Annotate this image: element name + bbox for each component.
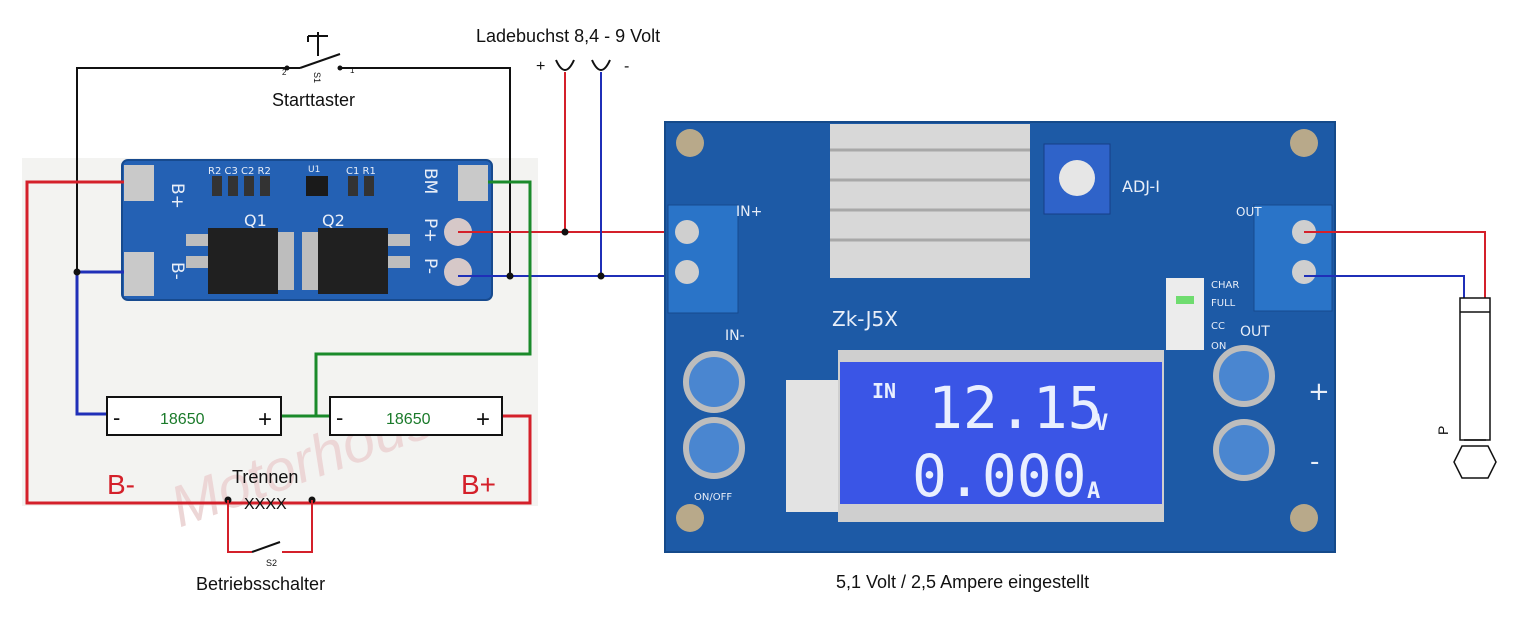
bms-label-u1: U1 [308, 165, 320, 175]
s2-label: S2 [266, 558, 277, 568]
model-label: Zk-J5X [832, 307, 898, 331]
s1-pin1: 1 [350, 66, 355, 75]
plug-label: P [1435, 426, 1451, 435]
bms-label-bm: BM [420, 168, 440, 194]
heatsink [830, 124, 1030, 278]
operating-switch-label: Betriebsschalter [196, 574, 325, 594]
cell-1-name: 18650 [160, 411, 205, 428]
wire-blue-bminus [75, 270, 124, 416]
cell-1: - 18650 + [106, 396, 282, 436]
cut-mark: XXXX [244, 496, 287, 513]
wire-s2-left [227, 500, 252, 553]
led-label-char: CHAR [1211, 280, 1239, 291]
screw-icon [676, 129, 704, 157]
lcd-current-unit: A [1087, 479, 1100, 504]
cell-2-plus: + [476, 406, 490, 433]
converter-board: ADJ-I IN+ IN- OUT OUT Zk-J5X CHAR FULL C… [664, 121, 1336, 553]
cell-1-minus: - [113, 405, 120, 430]
input-terminal [667, 204, 739, 314]
bms-label-pminus: P- [420, 258, 440, 274]
charge-jack-plus: + [536, 58, 545, 75]
charge-jack-minus-symbol [591, 59, 611, 71]
onoff-label: ON/OFF [694, 492, 732, 503]
button-top-left [683, 351, 745, 413]
output-terminal [1253, 204, 1333, 312]
led-label-full: FULL [1211, 298, 1236, 309]
cell-2-minus: - [336, 405, 343, 430]
cell-2: - 18650 + [329, 396, 503, 436]
lcd-voltage-unit: V [1095, 411, 1108, 436]
mosfet-q2 [318, 228, 388, 294]
led-label-cc: CC [1211, 321, 1225, 332]
cell-2-name: 18650 [386, 411, 431, 428]
bms-label-q2: Q2 [322, 211, 345, 230]
bms-label-c1r1: C1 R1 [346, 166, 376, 177]
disconnect-label: Trennen [232, 467, 298, 487]
bms-label-bplus: B+ [167, 183, 187, 209]
bms-pad-bplus [124, 165, 154, 201]
wire-black-start-left [76, 67, 284, 272]
bms-pad-bminus [124, 252, 154, 296]
output-plug [1453, 297, 1497, 479]
plus-key-label: + [1308, 377, 1330, 407]
minus-key-label: - [1310, 447, 1319, 477]
wire-red-out [1304, 231, 1486, 298]
button-plus [1213, 345, 1275, 407]
cell-1-plus: + [258, 406, 272, 433]
charge-jack-label: Ladebuchst 8,4 - 9 Volt [476, 26, 660, 46]
wire-red-bplus [25, 180, 532, 505]
bms-pad-bm [458, 165, 488, 201]
button-minus [1213, 419, 1275, 481]
lcd-in-label: IN [872, 379, 896, 403]
b-minus-label: B- [107, 469, 135, 500]
lcd-current: 0.000 [912, 442, 1087, 510]
wire-blue-out [1304, 275, 1465, 298]
screw-icon [1290, 504, 1318, 532]
wire-green-bm [314, 180, 532, 416]
screw-icon [676, 504, 704, 532]
lcd-display [840, 362, 1162, 504]
out-top-label: OUT [1236, 205, 1262, 219]
in-plus-label: IN+ [736, 204, 762, 220]
wire-s2-right [282, 500, 313, 553]
status-leds [1166, 278, 1204, 350]
s1-pin2: 2 [282, 68, 287, 77]
s1-label: S1 [312, 72, 322, 83]
bms-label-parts: R2 C3 C2 R2 [208, 166, 271, 177]
charge-jack-minus: - [624, 58, 629, 75]
charge-jack-plus-symbol [555, 59, 575, 71]
in-minus-label: IN- [725, 328, 745, 344]
bms-label-pplus: P+ [420, 218, 440, 243]
led-label-on: ON [1211, 341, 1226, 352]
bms-label-q1: Q1 [244, 211, 267, 230]
start-button-s1 [284, 32, 343, 71]
adj-label: ADJ-I [1122, 177, 1160, 196]
b-plus-label: B+ [461, 469, 496, 500]
bms-board: B+ B- BM P+ P- Q1 Q2 R2 C3 C2 R2 U1 C1 R… [121, 159, 493, 301]
button-on-off [683, 417, 745, 479]
out-bottom-label: OUT [1240, 324, 1270, 340]
mosfet-q1 [208, 228, 278, 294]
switch-s2 [251, 541, 281, 553]
bms-label-bminus: B- [167, 262, 187, 280]
lcd-voltage: 12.15 [928, 374, 1103, 442]
bms-pad-pminus [444, 258, 472, 286]
wire-black-start-right [342, 67, 511, 276]
start-button-label: Starttaster [272, 90, 355, 110]
setting-caption: 5,1 Volt / 2,5 Ampere eingestellt [836, 572, 1089, 592]
screw-icon [1290, 129, 1318, 157]
